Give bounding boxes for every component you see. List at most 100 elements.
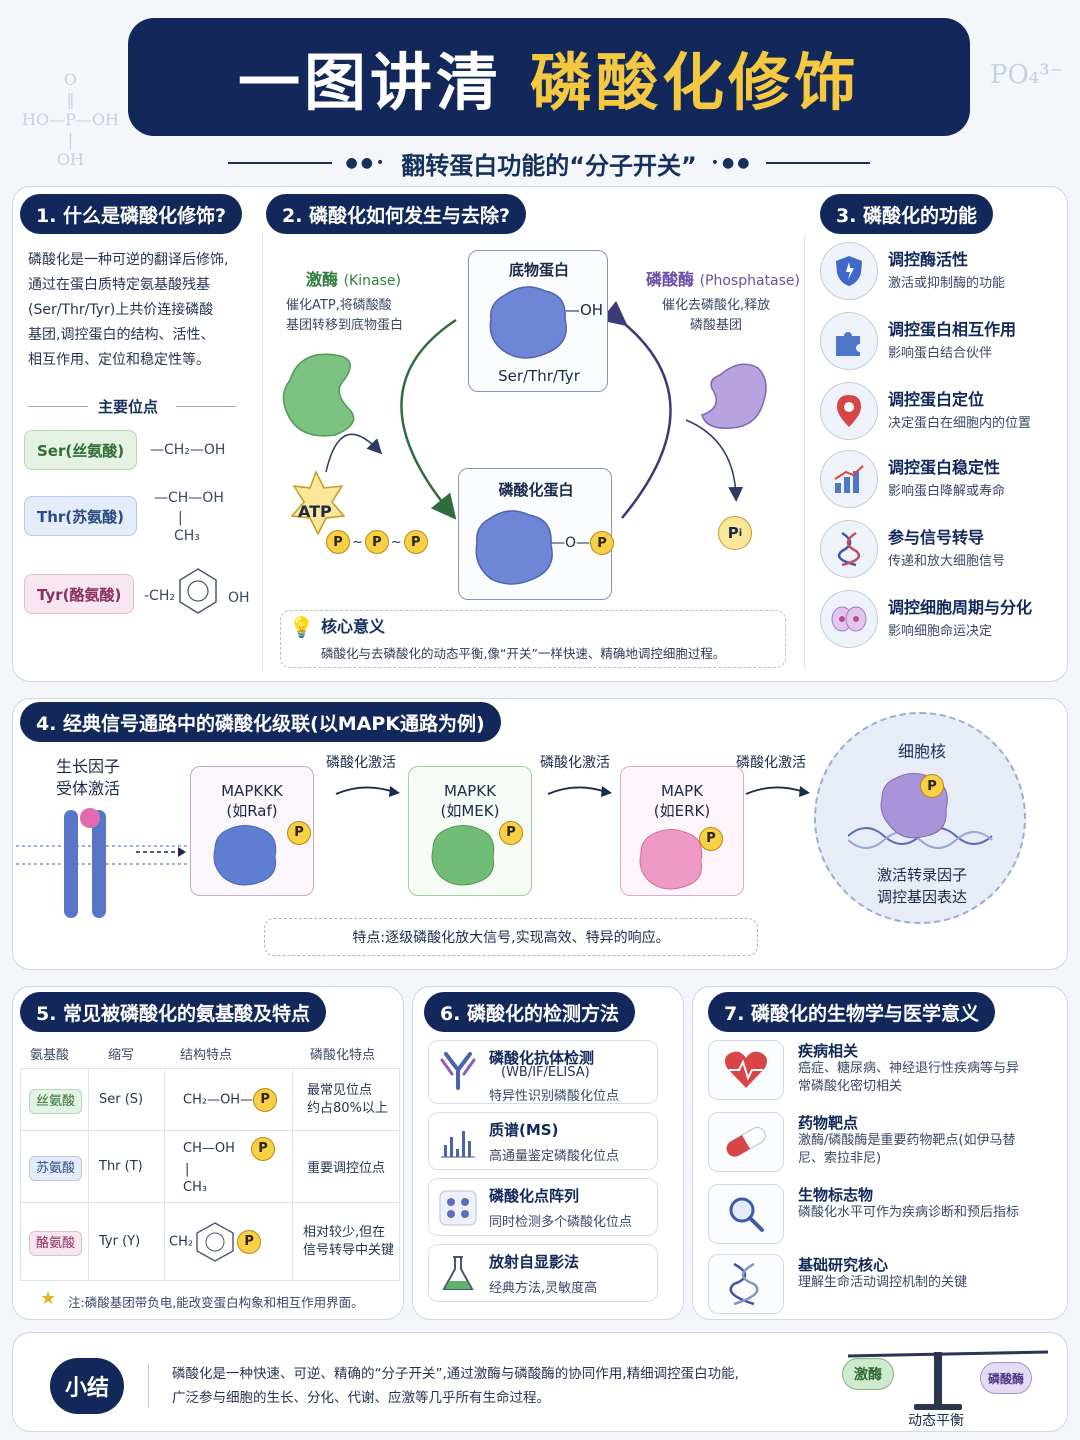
subtitle-dots-icon: •●● [710, 155, 753, 171]
phosphate-circle-icon: P [590, 531, 615, 555]
function-title: 调控蛋白定位 [888, 390, 985, 409]
subtitle-dots-icon: ●●• [345, 155, 388, 171]
kinase-name: 激酶 [306, 270, 339, 289]
phosphatase-arrow [600, 300, 672, 519]
kinase-example: (如MEK) [440, 802, 500, 820]
function-title: 调控蛋白稳定性 [888, 458, 1001, 477]
atp-phosphate-chain: P~ P~ P [326, 530, 428, 554]
cascade-arrow-icon [335, 786, 400, 797]
atp-arrow [325, 433, 383, 473]
receptor-label-line: 受体激活 [56, 779, 121, 798]
thr-formula-bottom: CH₃ [174, 528, 200, 544]
function-desc: 影响蛋白结合伙伴 [888, 346, 993, 361]
main-sites-title: 主要位点 [98, 398, 159, 416]
significance-desc: 癌症、糖尿病、神经退行性疾病等与异常磷酸化密切相关 [798, 1061, 1020, 1094]
divider [262, 234, 263, 670]
aa-name-chip: 丝氨酸 [29, 1089, 83, 1114]
phosphatase-english: (Phosphatase) [699, 273, 801, 289]
pi-symbol: P [727, 524, 739, 542]
function-title: 参与信号转导 [888, 528, 985, 547]
function-desc: 激活或抑制酶的功能 [888, 276, 1006, 291]
atp-burst-icon [290, 470, 346, 536]
section4-title: 4. 经典信号通路中的磷酸化级联(以MAPK通路为例) [20, 702, 501, 742]
summary-text: 磷酸化是一种快速、可逆、精确的“分子开关”,通过激酶与磷酸酶的协同作用,精细调控… [172, 1362, 739, 1410]
function-desc: 影响蛋白降解或寿命 [888, 484, 1006, 499]
nucleus-desc-line: 激活转录因子 [876, 866, 967, 884]
aa-feature: 重要调控位点 [292, 1130, 400, 1203]
bar-chart-icon [820, 450, 878, 508]
membrane-receptor-diagram [16, 808, 188, 918]
summary-line: 磷酸化是一种快速、可逆、精确的“分子开关”,通过激酶与磷酸酶的协同作用,精细调控… [172, 1366, 739, 1382]
hydroxyl-text: OH [580, 301, 604, 319]
page-subtitle: 翻转蛋白功能的“分子开关” [401, 151, 697, 180]
substrate-residues: Ser/Thr/Tyr [498, 367, 580, 385]
mapk-protein-shape [639, 829, 703, 890]
method-desc: 特异性识别磷酸化位点 [489, 1089, 620, 1104]
flask-icon [437, 1253, 479, 1295]
location-pin-icon [820, 382, 878, 440]
phosphatase-description: 催化去磷酸化,释放 磷酸基团 [662, 296, 770, 336]
function-title: 调控细胞周期与分化 [888, 598, 1033, 617]
site-chip-thr: Thr(苏氨酸) [24, 496, 138, 536]
method-subtitle: (WB/IF/ELISA) [501, 1065, 590, 1080]
pill-icon [708, 1112, 784, 1172]
significance-desc: 磷酸化水平可作为疾病诊断和预后指标 [798, 1205, 1020, 1220]
thr-formula-bond: | [178, 510, 183, 526]
significance-item: 药物靶点 激酶/磷酸酶是重要药物靶点(如伊马替尼、索拉非尼) [708, 1112, 1018, 1174]
phospho-protein-box: 磷酸化蛋白 —O—P [458, 468, 615, 600]
method-desc: 高通量鉴定磷酸化位点 [489, 1149, 620, 1164]
phospho-protein-title: 磷酸化蛋白 [498, 481, 574, 499]
oxygen-text: O [565, 535, 577, 551]
title-banner: 一图讲清 磷酸化修饰 [128, 18, 970, 136]
section5-note: 注:磷酸基团带负电,能改变蛋白构象和相互作用界面。 [68, 1295, 364, 1310]
site-chip-tyr: Tyr(酪氨酸) [24, 574, 135, 614]
subtitle-divider-right [766, 162, 871, 164]
function-item: 调控细胞周期与分化 影响细胞命运决定 [820, 590, 1060, 654]
phosphatase-desc-line: 磷酸基团 [690, 318, 743, 333]
balance-label: 动态平衡 [908, 1413, 964, 1429]
phosphate-circle-icon: P [326, 530, 350, 554]
phosphatase-desc-line: 催化去磷酸化,释放 [662, 298, 771, 313]
receptor-label-line: 生长因子 [56, 757, 121, 776]
phosphate-circle-icon: P [699, 827, 723, 851]
aa-feature-line: 相对较少,但在 [303, 1224, 386, 1240]
section6-title: 6. 磷酸化的检测方法 [424, 992, 636, 1032]
section1-title: 1. 什么是磷酸化修饰? [20, 194, 243, 234]
page-title-highlight: 磷酸化修饰 [530, 46, 861, 119]
phosphatase-enzyme-shape [701, 363, 767, 429]
balance-scale-icon [847, 1350, 1049, 1410]
aa-abbr: Tyr (Y) [88, 1202, 165, 1281]
hydroxyl-group: —OH [565, 301, 604, 319]
function-item: 调控酶活性 激活或抑制酶的功能 [820, 242, 1060, 306]
divider [804, 234, 805, 670]
mass-spec-icon [437, 1121, 479, 1163]
table-row: 苏氨酸 Thr (T) CH—OH P|CH₃ 重要调控位点 [20, 1130, 400, 1203]
mapk-box: MAPK (如ERK) P [620, 766, 744, 896]
core-text: 磷酸化与去磷酸化的动态平衡,像“开关”一样快速、精确地调控细胞过程。 [321, 646, 726, 661]
aa-abbr: Ser (S) [88, 1068, 165, 1131]
tyr-structure: CH₂ [169, 1234, 194, 1249]
thr-structure-top: CH—OH [183, 1140, 235, 1156]
table-header-structure: 结构特点 [180, 1048, 233, 1063]
heart-icon [708, 1040, 784, 1100]
table-header-abbr: 缩写 [108, 1048, 135, 1063]
dna-icon [820, 520, 878, 578]
function-title: 调控蛋白相互作用 [888, 320, 1017, 339]
method-title: 磷酸化抗体检测 [489, 1049, 595, 1067]
cell-division-icon [820, 590, 878, 648]
receptor-label: 生长因子 受体激活 [56, 756, 120, 800]
significance-title: 基础研究核心 [798, 1256, 889, 1274]
array-icon [437, 1187, 479, 1229]
method-desc: 经典方法,灵敏度高 [489, 1281, 598, 1296]
section1-line: 通过在蛋白质特定氨基酸残基 [28, 277, 210, 293]
section1-description: 磷酸化是一种可逆的翻译后修饰, 通过在蛋白质特定氨基酸残基 (Ser/Thr/T… [28, 248, 258, 373]
aa-feature-line: 最常见位点 [307, 1082, 373, 1098]
function-desc: 影响细胞命运决定 [888, 624, 993, 639]
nucleus-circle: 细胞核 P 激活转录因子 调控基因表达 [814, 712, 1026, 924]
balance-kinase: 激酶 [842, 1358, 894, 1390]
cascade-feature-note: 特点:逐级磷酸化放大信号,实现高效、特异的响应。 [264, 918, 758, 956]
significance-desc: 激酶/磷酸酶是重要药物靶点(如伊马替尼、索拉非尼) [798, 1133, 1016, 1166]
dna-icon [708, 1254, 784, 1314]
function-item: 参与信号转导 传递和放大细胞信号 [820, 520, 1060, 584]
